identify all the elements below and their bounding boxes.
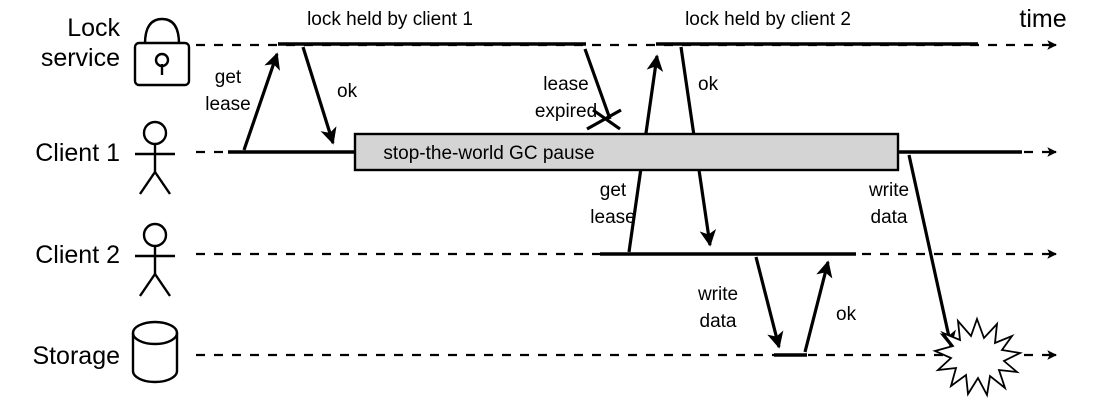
msg-label-lease-expired-line2: expired [535,101,597,122]
stick-figure-icon-client-2 [135,222,175,297]
arrow-ok-lock-to-client-1 [301,46,337,145]
actor-label-storage: Storage [32,342,120,370]
msg-label-lease-expired-line1: lease [543,74,588,95]
msg-label-get-lease-c2-line2: lease [590,207,635,228]
msg-label-write-data-c2-line1: write [697,284,738,305]
msg-label-get-lease-c1-line1: get [215,67,242,88]
database-cylinder-icon [131,320,179,384]
phase-label-lock-held-client-2: lock held by client 2 [685,9,851,30]
lease-expired-strike-mark-2 [592,108,621,131]
msg-label-get-lease-c2-line1: get [600,180,627,201]
conflict-burst-icon [932,316,1023,398]
arrow-write-data-client-2 [754,256,784,349]
msg-label-ok-storage-to-c2: ok [836,304,857,325]
time-axis-label: time [1019,5,1066,33]
msg-label-ok-lock-to-c1: ok [337,81,358,102]
stop-the-world-gc-pause-box [353,132,900,172]
arrow-ok-storage-to-client-2 [803,260,833,353]
actor-label-client-1: Client 1 [35,139,120,167]
arrow-get-lease-client-1 [242,52,280,151]
msg-label-get-lease-c1-line2: lease [205,94,250,115]
actor-label-lock-service-line1: Lock [67,14,120,42]
phase-label-lock-held-client-1: lock held by client 1 [307,9,473,30]
msg-label-write-data-c1-line1: write [868,180,909,201]
gc-pause-label: stop-the-world GC pause [383,143,594,164]
msg-label-write-data-c1-line2: data [871,207,908,228]
msg-label-ok-lock-to-c2: ok [698,74,719,95]
arrow-lease-expired [583,48,612,120]
stick-figure-icon-client-1 [135,120,175,195]
actor-label-lock-service-line2: service [41,44,120,72]
actor-label-client-2: Client 2 [35,241,120,269]
msg-label-write-data-c2-line2: data [700,311,737,332]
arrow-write-data-client-1 [907,154,956,348]
padlock-icon [133,17,191,87]
